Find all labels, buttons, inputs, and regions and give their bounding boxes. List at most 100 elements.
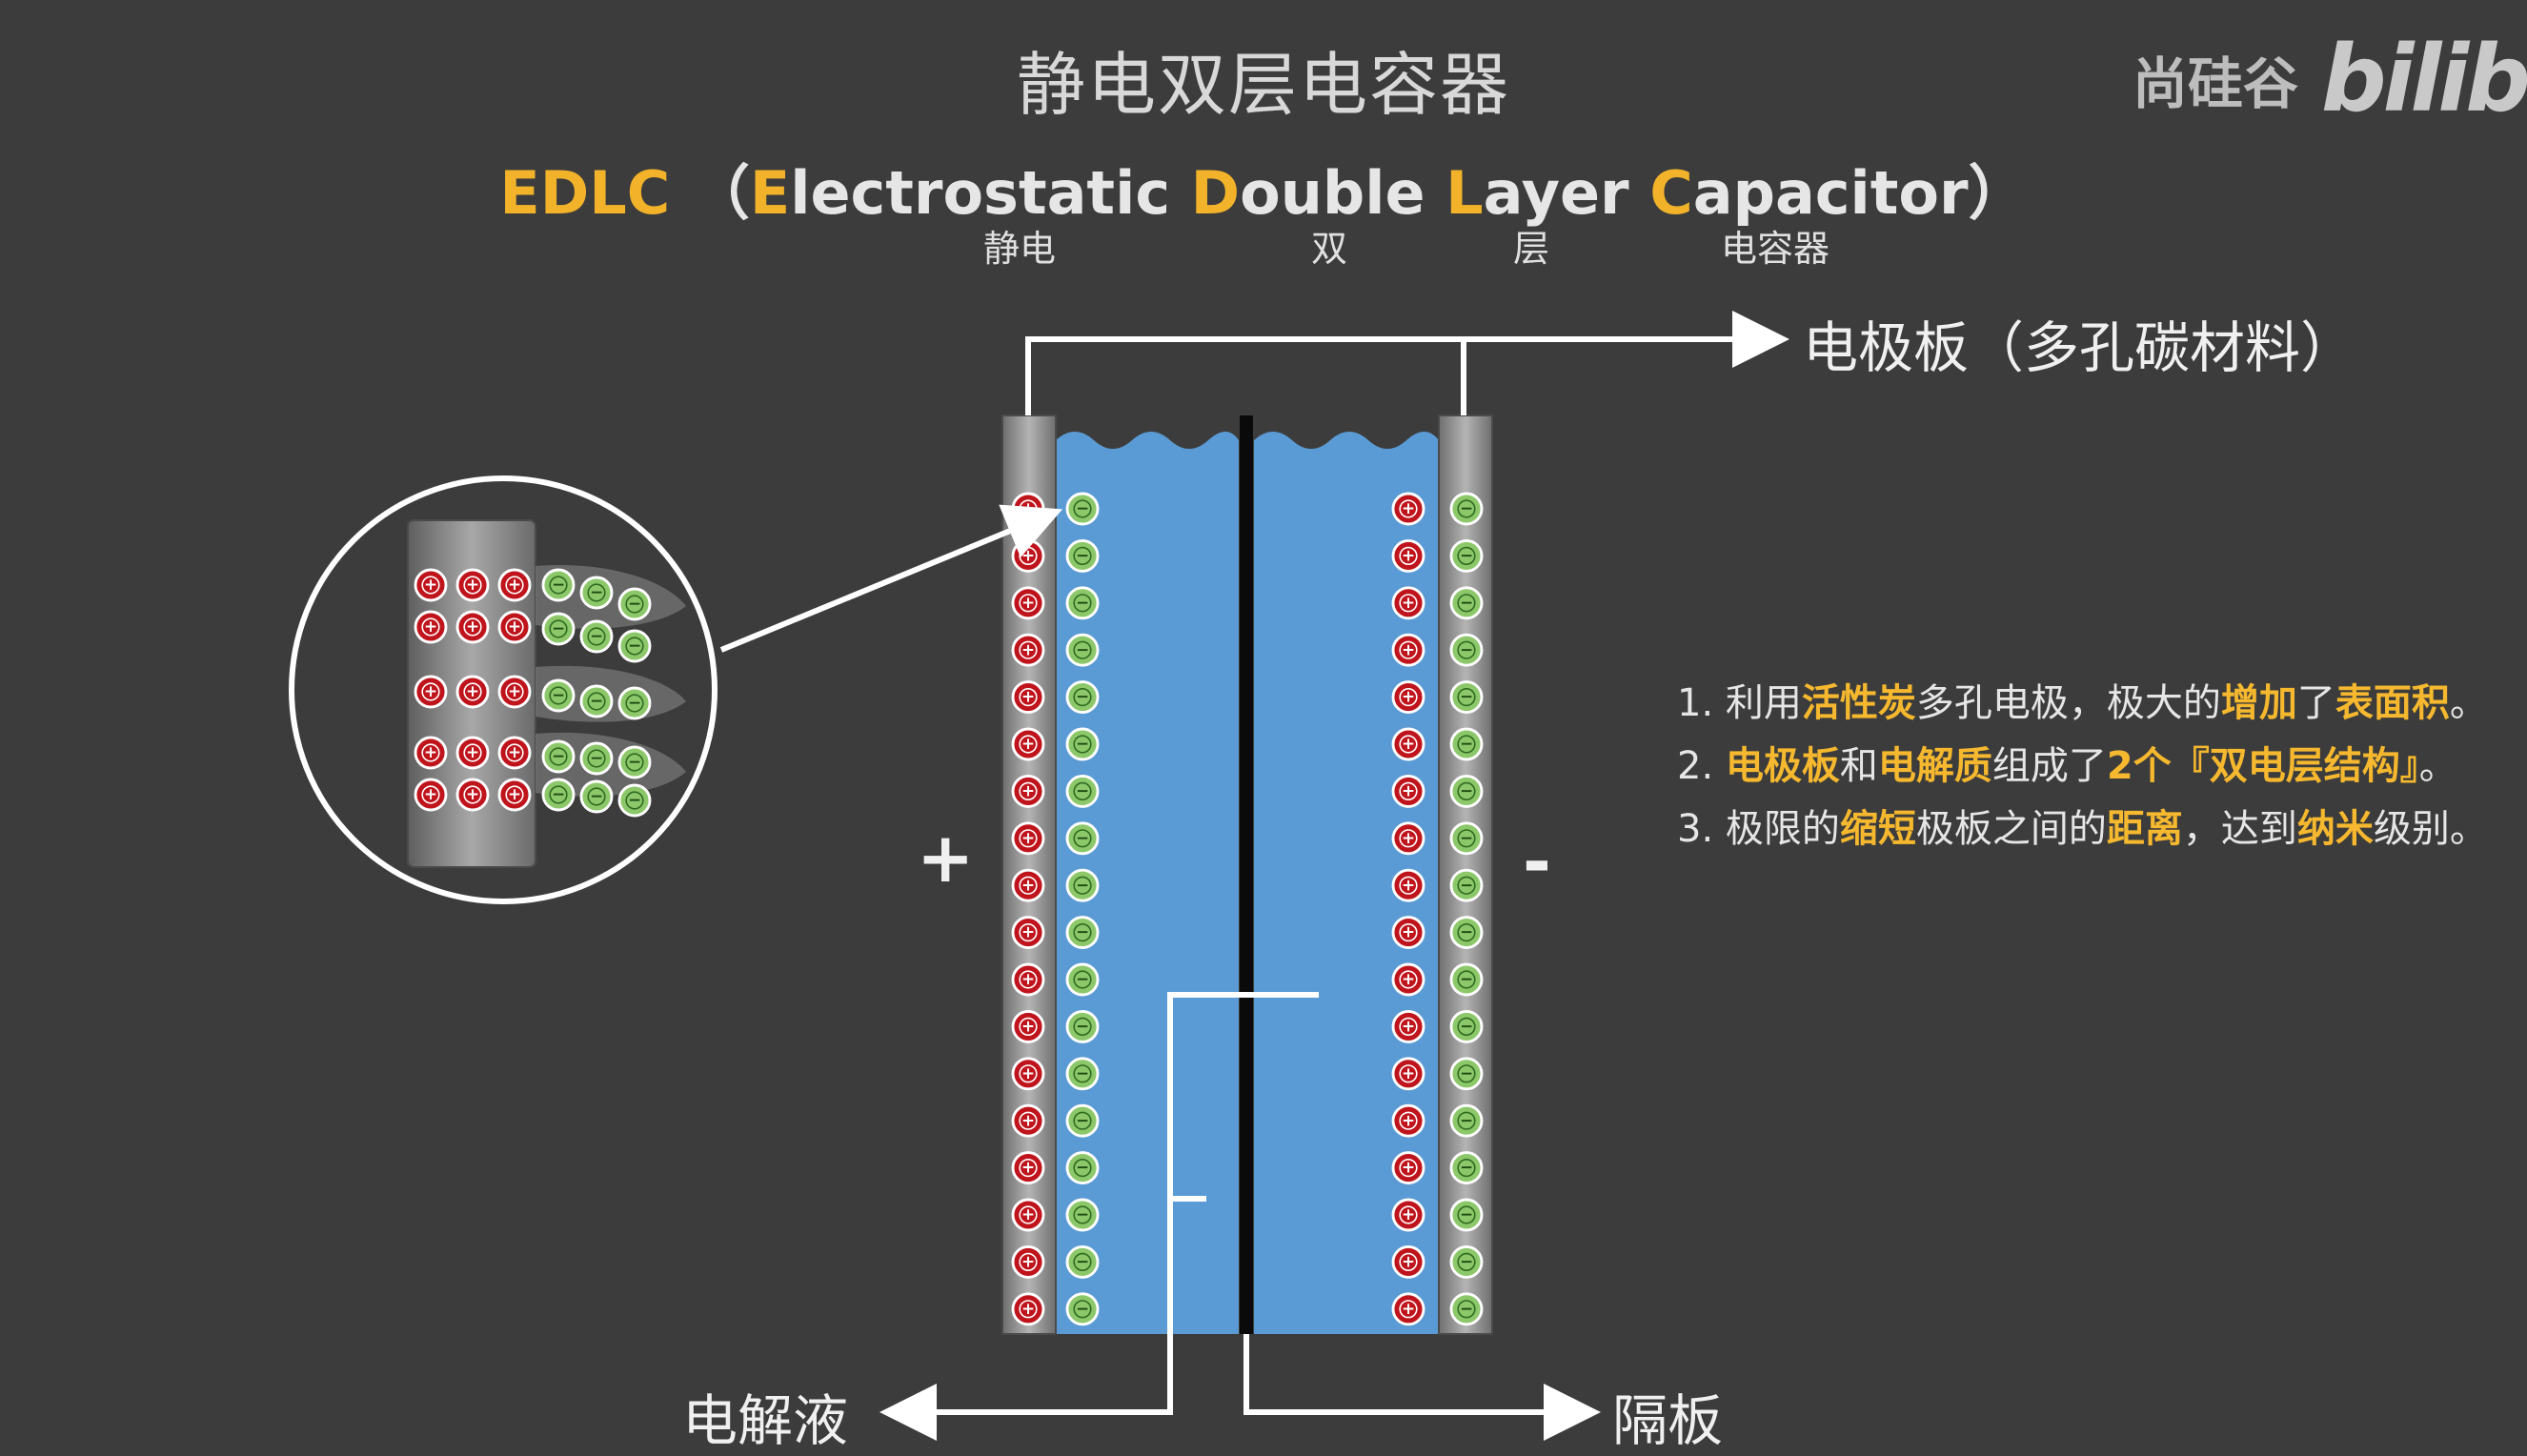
negative-ion: − — [1065, 821, 1100, 856]
subtitle-part: E — [499, 158, 540, 228]
negative-ion: − — [1449, 1057, 1484, 1091]
negative-ion-sign: − — [1076, 1204, 1089, 1223]
positive-ion-sign: + — [508, 617, 521, 636]
note-text: 多孔电极，极大的 — [1915, 681, 2221, 725]
positive-ion: + — [497, 736, 532, 770]
note-number: 3. — [1677, 807, 1726, 851]
negative-ion-sign: − — [1460, 734, 1473, 753]
subtitle-part: E — [749, 158, 791, 228]
subtitle-part: D — [1190, 158, 1241, 228]
positive-ion-sign: + — [1402, 593, 1415, 612]
positive-ion: + — [1391, 821, 1425, 856]
positive-ion: + — [497, 778, 532, 812]
brand-text: 尚硅谷 — [2132, 51, 2298, 116]
negative-ion-sign: − — [552, 784, 565, 803]
negative-ion: − — [1449, 633, 1484, 667]
positive-ion: + — [455, 675, 490, 709]
electrolyte-right — [1254, 432, 1439, 1334]
negative-ion: − — [541, 778, 576, 812]
electrolyte-label: 电解液 — [682, 1388, 849, 1453]
positive-ion: + — [455, 736, 490, 770]
negative-ion-sign: − — [1076, 1017, 1089, 1036]
negative-ion-sign: − — [1076, 1299, 1089, 1318]
positive-ion: + — [1391, 916, 1425, 950]
negative-ion: − — [1449, 680, 1484, 715]
positive-ion: + — [497, 610, 532, 644]
positive-ion-sign: + — [1021, 639, 1035, 658]
positive-ion-sign: + — [1021, 546, 1035, 565]
subtitle-part: lectrostatic — [790, 158, 1191, 228]
note-text: 。 — [2418, 744, 2457, 788]
negative-ion: − — [1065, 1292, 1100, 1326]
positive-ion: + — [1011, 1151, 1045, 1185]
negative-ion: − — [1065, 1057, 1100, 1091]
positive-ion: + — [1391, 962, 1425, 997]
positive-ion-sign: + — [424, 681, 437, 700]
positive-ion-sign: + — [1402, 1017, 1415, 1036]
note-number: 1. — [1677, 681, 1726, 725]
note-highlight: 纳米 — [2296, 807, 2374, 851]
note-highlight: 电解质 — [1877, 744, 1992, 788]
negative-ion-sign: − — [1460, 639, 1473, 658]
positive-ion: + — [414, 675, 448, 709]
subtitle-part: ouble — [1240, 158, 1446, 228]
negative-ion-sign: − — [552, 618, 565, 637]
negative-ion-sign: − — [1076, 969, 1089, 988]
positive-terminal-sign: + — [917, 818, 975, 898]
note-text: 组成了 — [1991, 744, 2107, 788]
positive-ion-sign: + — [1021, 498, 1035, 517]
negative-ion: − — [1449, 1244, 1484, 1279]
negative-ion-sign: − — [1076, 875, 1089, 894]
negative-ion-sign: − — [1076, 1252, 1089, 1271]
negative-ion: − — [1065, 774, 1100, 808]
negative-ion: − — [1065, 586, 1100, 620]
positive-ion-sign: + — [466, 617, 479, 636]
negative-ion: − — [579, 779, 614, 814]
positive-ion: + — [455, 568, 490, 602]
positive-ion-sign: + — [424, 742, 437, 761]
positive-ion-sign: + — [508, 742, 521, 761]
positive-ion-sign: + — [1402, 781, 1415, 800]
negative-ion-sign: − — [1460, 1110, 1473, 1129]
negative-ion-sign: − — [590, 626, 603, 645]
negative-ion: − — [1449, 774, 1484, 808]
ion-layers: +−+−+−+−+−+−+−+−+−+−+−+−+−+−+−+−+−+−+−+−… — [1011, 492, 1484, 1326]
negative-ion-sign: − — [1460, 828, 1473, 847]
positive-ion: + — [1011, 538, 1045, 573]
note-highlight: 距离 — [2106, 807, 2183, 851]
positive-ion-sign: + — [1021, 1158, 1035, 1177]
positive-ion-sign: + — [1021, 875, 1035, 894]
positive-ion-sign: + — [424, 784, 437, 803]
positive-ion-sign: + — [1021, 1063, 1035, 1082]
positive-ion-sign: + — [1402, 1252, 1415, 1271]
negative-ion: − — [1065, 538, 1100, 573]
watermark-logo: 尚硅谷 bilib — [2132, 26, 2527, 132]
positive-ion-sign: + — [1021, 734, 1035, 753]
positive-ion: + — [1391, 1151, 1425, 1185]
negative-ion: − — [541, 739, 576, 774]
subtitle-part: DLC — [539, 158, 671, 228]
positive-ion-sign: + — [508, 784, 521, 803]
zoom-content: +++++++++++++++−−−−−−−−−−−−−−− — [407, 519, 686, 868]
positive-ion-sign: + — [508, 575, 521, 594]
positive-ion: + — [1391, 633, 1425, 667]
positive-ion: + — [1011, 821, 1045, 856]
positive-ion-sign: + — [1021, 1204, 1035, 1223]
negative-ion-sign: − — [1460, 687, 1473, 706]
negative-ion-sign: − — [1460, 1158, 1473, 1177]
negative-ion: − — [1065, 1103, 1100, 1138]
notes-list: 1. 利用活性炭多孔电极，极大的增加了表面积。2. 电极板和电解质组成了2个『双… — [1677, 672, 2525, 860]
separator-connector — [1243, 1334, 1601, 1441]
negative-ion: − — [1065, 680, 1100, 715]
note-text: 。 — [2449, 681, 2488, 725]
subtitle-zh-double: 双 — [1311, 228, 1348, 270]
negative-ion-sign: − — [1076, 687, 1089, 706]
negative-ion-sign: − — [552, 746, 565, 765]
positive-ion: + — [1391, 1292, 1425, 1326]
negative-ion-sign: − — [1460, 922, 1473, 941]
positive-ion: + — [1011, 1009, 1045, 1043]
positive-ion: + — [1011, 916, 1045, 950]
positive-ion: + — [414, 568, 448, 602]
positive-ion: + — [1011, 1057, 1045, 1091]
negative-ion-sign: − — [590, 691, 603, 710]
